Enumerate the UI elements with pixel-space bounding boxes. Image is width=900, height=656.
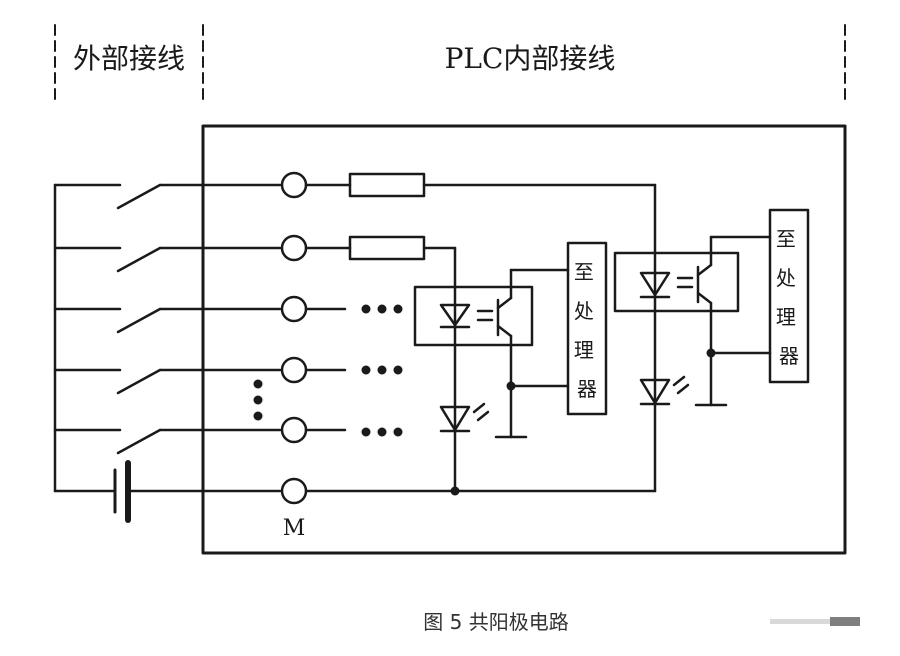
battery-symbol [53,460,282,523]
external-wiring-label: 外部接线 [73,42,185,75]
processor-label-2: 至 处 理 器 [776,227,802,368]
junction-dots [450,348,716,496]
input-switches [53,183,282,455]
resistor-2 [348,235,426,261]
led-2 [639,375,690,406]
led-1 [439,402,490,433]
optocoupler-1 [413,268,570,439]
figure-caption: 图 5 共阳极电路 [423,610,568,634]
internal-wiring-label: PLC内部接线 [445,42,616,75]
optocoupler-2 [613,235,772,407]
common-terminal-label: M [283,516,306,541]
watermark-mark [770,617,860,626]
header-dividers [54,24,846,101]
input-terminals [280,171,308,505]
processor-label-1: 至 处 理 器 [574,260,600,401]
resistor-1 [348,172,426,198]
processor-box-2 [768,208,810,384]
plc-enclosure [201,124,847,555]
ellipsis-dots [253,304,403,437]
processor-box-1 [566,241,608,416]
